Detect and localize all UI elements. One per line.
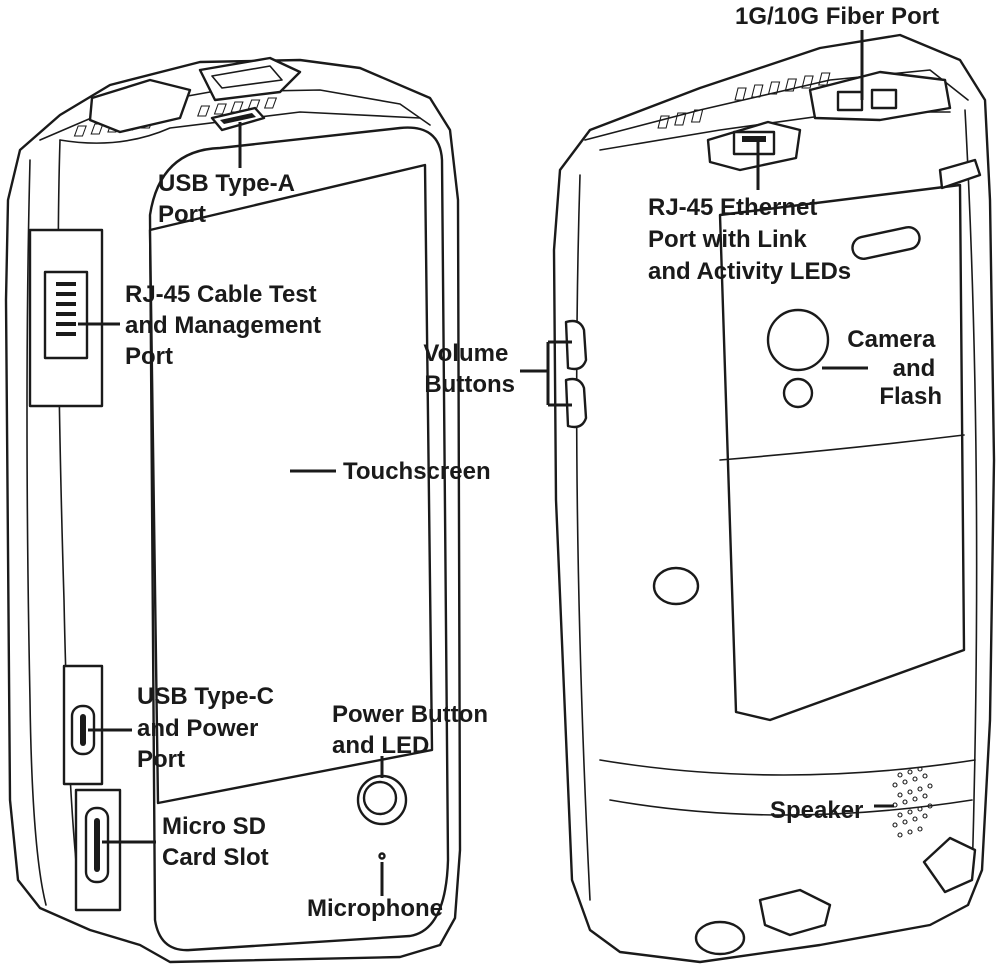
label-power-button: Power Button and LED [332, 701, 495, 759]
ethernet-jack [732, 130, 776, 156]
label-touchscreen: Touchscreen [343, 458, 491, 485]
fiber-port-connector-1 [836, 90, 864, 112]
label-rj45-ethernet: RJ-45 Ethernet Port with Link and Activi… [648, 194, 851, 285]
back-view-device [552, 33, 996, 964]
front-view-device [4, 56, 462, 964]
label-camera-flash: Camera and Flash [847, 326, 942, 410]
top-port-left-housing [88, 78, 192, 134]
camera-flash [782, 377, 814, 409]
label-usb-type-c: USB Type-C and Power Port [137, 683, 281, 773]
label-fiber-port: 1G/10G Fiber Port [735, 3, 939, 30]
callout-labels: USB Type-A Port RJ-45 Cable Test and Man… [125, 3, 942, 922]
speaker-grille [892, 766, 933, 838]
leader-volume-buttons [520, 340, 572, 407]
top-vents-back [657, 72, 831, 129]
camera-lens [766, 308, 830, 372]
fiber-port-connector-2 [870, 88, 898, 110]
touchscreen-panel [148, 163, 434, 805]
label-micro-sd: Micro SD Card Slot [162, 813, 273, 871]
microphone-hole [378, 852, 386, 860]
volume-up-button [564, 319, 588, 371]
bumper-bottom-right [922, 836, 977, 894]
label-speaker: Speaker [770, 797, 863, 824]
leader-lines [78, 30, 894, 896]
bumper-bottom-left [758, 888, 832, 937]
top-port-right-housing [198, 56, 302, 102]
label-volume-buttons: Volume Buttons [423, 340, 515, 398]
label-microphone: Microphone [307, 895, 443, 922]
bottom-foot [694, 920, 746, 956]
label-rj45-cable-test: RJ-45 Cable Test and Management Port [125, 281, 328, 370]
label-usb-type-a: USB Type-A Port [158, 170, 301, 228]
side-round-button [652, 566, 700, 606]
side-rj45-pins [56, 282, 76, 336]
volume-down-button [564, 377, 588, 429]
